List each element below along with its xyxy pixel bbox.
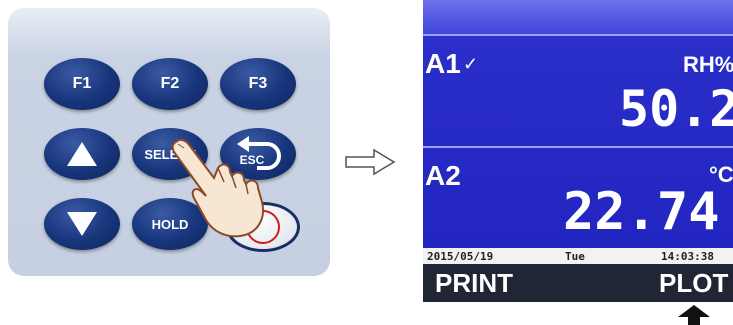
channel-a1-label: A1 [425, 48, 461, 79]
channel-a2-unit: °C [709, 162, 733, 187]
f1-key-label: F1 [72, 75, 92, 92]
pointing-hand-icon [171, 138, 264, 238]
down-arrow-icon [67, 212, 97, 236]
channel-a2-label: A2 [425, 160, 461, 191]
right-arrow-icon [345, 148, 396, 176]
instrument-display: A1 ✓ RH% 50.2 A2 °C 22.74 2015/05/19 Tue… [423, 0, 733, 302]
softkey-plot[interactable]: PLOT [659, 268, 729, 298]
down-key[interactable] [44, 198, 120, 250]
status-bar: 2015/05/19 Tue 14:03:38 [423, 248, 733, 264]
esc-key-label: ESC [239, 153, 265, 167]
back-arrow-icon [237, 136, 281, 170]
softkey-print[interactable]: PRINT [435, 268, 513, 298]
lcd-header [423, 0, 733, 36]
up-arrow-icon [67, 142, 97, 166]
channel-a1-reading: 50.2 [619, 80, 733, 138]
up-key[interactable] [44, 128, 120, 180]
up-pointer-arrow-icon [678, 305, 710, 325]
f3-key-label: F3 [248, 75, 268, 92]
status-date: 2015/05/19 [427, 249, 494, 263]
f3-key[interactable]: F3 [220, 58, 296, 110]
channel-a2-reading: 22.74 [563, 182, 720, 242]
hold-key-label: HOLD [151, 216, 189, 232]
hold-key[interactable]: HOLD [132, 198, 208, 250]
keypad-panel: F1 F2 F3 SELECT ESC HOLD [8, 8, 330, 276]
lcd-screen: A1 ✓ RH% 50.2 A2 °C 22.74 [423, 0, 733, 248]
check-icon: ✓ [463, 54, 479, 74]
f2-key-label: F2 [160, 75, 180, 92]
channel-a1-unit: RH% [683, 52, 733, 77]
status-time: 14:03:38 [661, 249, 714, 263]
f1-key[interactable]: F1 [44, 58, 120, 110]
esc-key[interactable]: ESC [220, 128, 296, 180]
divider [423, 34, 733, 36]
softkey-bar: PRINT PLOT [423, 264, 733, 302]
status-day: Tue [565, 249, 585, 263]
f2-key[interactable]: F2 [132, 58, 208, 110]
divider [423, 146, 733, 148]
